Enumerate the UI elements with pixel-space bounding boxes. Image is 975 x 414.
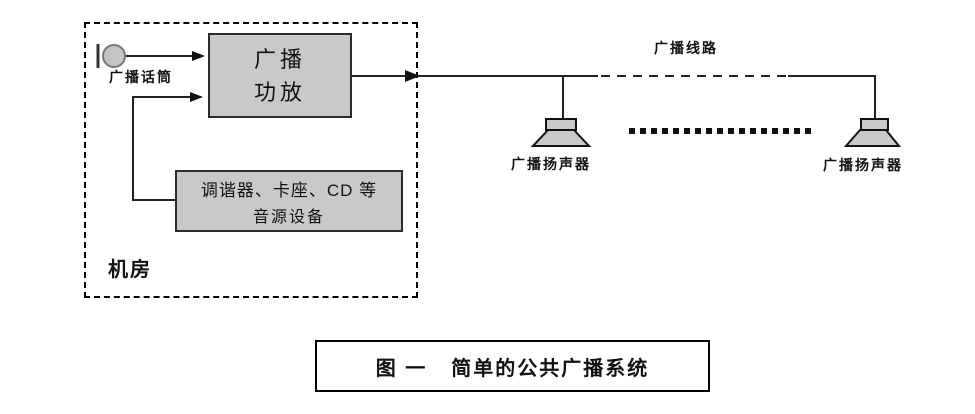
audio-source-label-line2: 音源设备 [252,208,325,226]
audio-source-label-line1: 调谐器、卡座、CD 等 [200,180,378,200]
speaker-icon [530,118,592,147]
audio-source-box: 调谐器、卡座、CD 等 音源设备 [175,170,403,232]
speaker-icon [843,118,902,147]
microphone-icon [96,44,126,68]
amplifier-label-line2: 功放 [253,79,306,105]
microphone-label: 广播话筒 [109,69,173,85]
figure-caption-number: 图 一 [375,357,428,380]
broadcast-line-label: 广播线路 [654,40,718,56]
amplifier-box: 广播 功放 [208,33,352,118]
speaker1-label: 广播扬声器 [511,156,591,172]
broadcast-line-end [788,75,876,119]
speaker2-label: 广播扬声器 [823,157,903,173]
source-to-amp-wire [132,92,203,201]
machine-room-boundary [84,22,418,298]
broadcast-line-arrowhead [405,70,420,82]
machine-room-label: 机房 [108,259,152,281]
figure-caption-box: 图 一 简单的公共广播系统 [315,340,710,392]
figure-caption-title: 简单的公共广播系统 [451,357,650,380]
amplifier-label-line1: 广播 [253,46,306,72]
